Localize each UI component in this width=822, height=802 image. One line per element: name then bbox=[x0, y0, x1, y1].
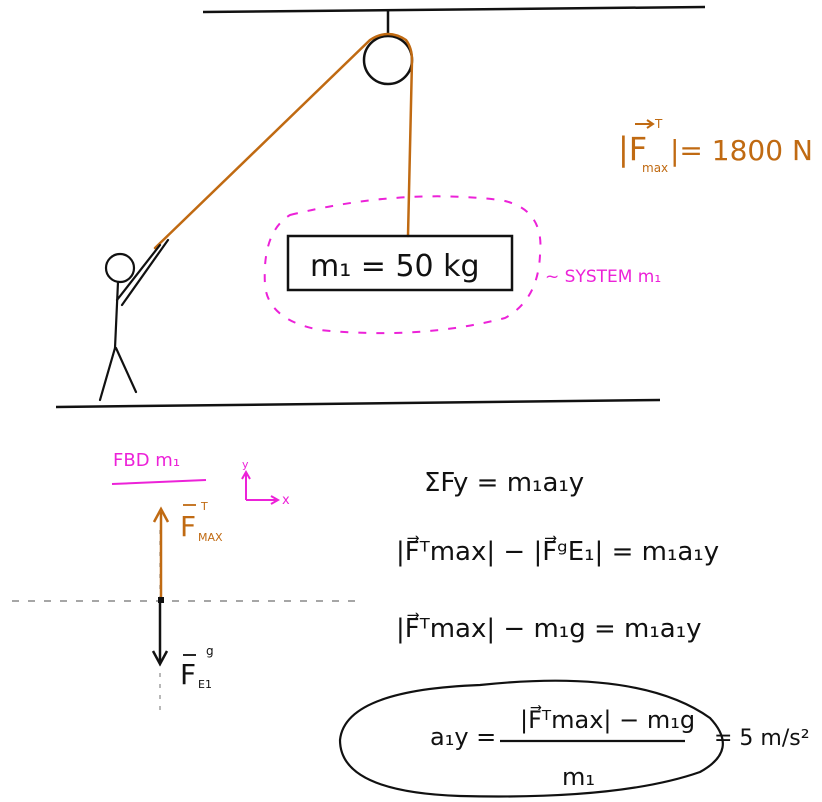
mass-box bbox=[286, 234, 514, 292]
tension-max-annotation: |F T max |= 1800 N bbox=[618, 117, 813, 175]
person-arm-lower bbox=[120, 238, 170, 307]
fbd-gravity-sup: g bbox=[206, 644, 214, 658]
equation-2: |F⃗ᵀmax| − |F⃗ᵍE₁| = m₁a₁y bbox=[396, 535, 719, 567]
equation-4-lhs: a₁y = bbox=[430, 723, 496, 751]
ceiling-line bbox=[202, 5, 706, 14]
fbd-tension-sub: MAX bbox=[198, 531, 223, 544]
person-head bbox=[104, 252, 136, 284]
person-figure bbox=[98, 238, 170, 402]
fbd-gravity-F: F bbox=[180, 658, 196, 691]
person-arm bbox=[115, 243, 162, 302]
equation-1: ΣFy = m₁a₁y bbox=[424, 468, 584, 498]
object-point bbox=[158, 597, 164, 603]
tension-arrowhead bbox=[646, 119, 655, 129]
tension-vector-arrowhead-icon bbox=[152, 506, 170, 523]
fbd-title-underline bbox=[111, 479, 207, 485]
axis-x-label: x bbox=[282, 493, 290, 508]
person-leg-right bbox=[114, 346, 138, 394]
tension-sup: T bbox=[654, 117, 663, 131]
person-body bbox=[113, 280, 120, 350]
equation-4-numerator: |F⃗ᵀmax| − m₁g bbox=[520, 705, 695, 734]
answer-circle bbox=[338, 679, 724, 798]
pulley-icon bbox=[362, 34, 414, 86]
system-boundary bbox=[263, 195, 542, 335]
system-label: ~ SYSTEM m₁ bbox=[545, 267, 661, 287]
equation-4-denominator: m₁ bbox=[562, 763, 595, 791]
person-leg-left bbox=[98, 346, 117, 402]
equation-3: |F⃗ᵀmax| − m₁g = m₁a₁y bbox=[396, 612, 702, 644]
axis-y-head bbox=[241, 469, 251, 480]
mass-label: m₁ = 50 kg bbox=[310, 249, 480, 284]
axes-icon bbox=[241, 469, 281, 505]
tension-value: |= 1800 N bbox=[670, 134, 813, 167]
tension-bar-left: |F bbox=[618, 130, 647, 168]
ground-line bbox=[55, 398, 661, 409]
fbd-title: FBD m₁ bbox=[113, 450, 180, 471]
fbd-gravity-sub: E1 bbox=[198, 678, 212, 691]
rope bbox=[153, 32, 414, 250]
axis-y-label: y bbox=[242, 458, 249, 471]
fbd-tension-F: F bbox=[180, 510, 196, 543]
gravity-vector-arrowhead-icon bbox=[151, 650, 169, 667]
tension-sub: max bbox=[642, 161, 668, 175]
equation-4-result: = 5 m/s² bbox=[714, 726, 810, 751]
axis-x-head bbox=[270, 495, 281, 505]
fbd-tension-sup: T bbox=[200, 500, 208, 513]
